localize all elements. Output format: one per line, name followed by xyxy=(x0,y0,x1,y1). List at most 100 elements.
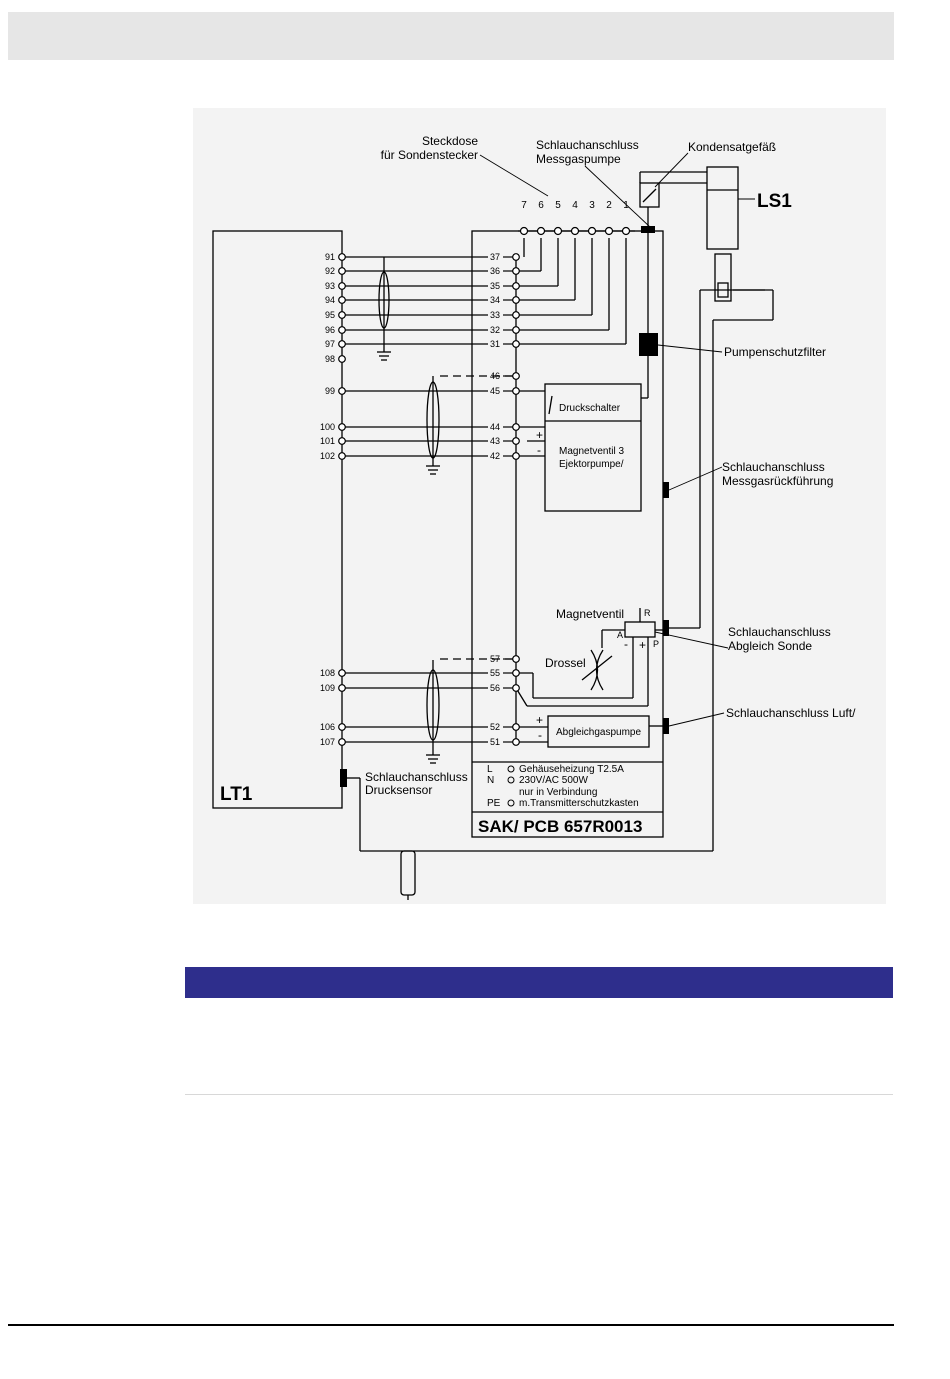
filter-cartridge xyxy=(400,850,416,896)
pump-plus: + xyxy=(536,713,543,727)
lt1-terminal xyxy=(338,669,346,677)
lt1-terminal xyxy=(338,296,346,304)
sak-terminal-label: 31 xyxy=(490,339,500,349)
lt1-terminal-label: 107 xyxy=(320,737,335,747)
lt1-terminal-label: 94 xyxy=(325,295,335,305)
sak-terminal-label: 44 xyxy=(490,422,500,432)
lt1-label: LT1 xyxy=(220,784,253,805)
sak-terminal xyxy=(512,326,520,334)
lt1-terminal-label: 95 xyxy=(325,310,335,320)
socket-pin xyxy=(587,226,597,236)
sak-terminal xyxy=(512,423,520,431)
socket-pin xyxy=(536,226,546,236)
sak-terminal xyxy=(512,282,520,290)
lt1-terminal-label: 109 xyxy=(320,683,335,693)
valve-port-p: P xyxy=(653,639,659,649)
sak-terminal xyxy=(512,387,520,395)
heizung-line-1: Gehäuseheizung T2.5A xyxy=(519,764,624,775)
valve-plus: + xyxy=(639,638,646,652)
footer-rule xyxy=(8,1324,894,1326)
heiz-L: L xyxy=(487,764,493,775)
pump-minus: - xyxy=(538,728,542,742)
sak-terminal xyxy=(512,296,520,304)
socket-pin-label: 4 xyxy=(572,200,578,211)
mv3-plus: + xyxy=(536,428,543,442)
sak-terminal xyxy=(512,669,520,677)
pumpenschutzfilter-block xyxy=(639,333,658,356)
lt1-terminal-label: 96 xyxy=(325,325,335,335)
sak-terminal xyxy=(512,723,520,731)
sak-terminal-label: 56 xyxy=(490,683,500,693)
heiz-N: N xyxy=(487,775,494,786)
magnetventil-label: Magnetventil xyxy=(556,607,624,621)
sak-terminal-label: 32 xyxy=(490,325,500,335)
socket-pin xyxy=(570,226,580,236)
lt1-terminal xyxy=(338,340,346,348)
mv3-minus: - xyxy=(537,443,541,457)
heiz-PE: PE xyxy=(487,798,501,809)
ls1-sensor xyxy=(714,253,732,302)
heizung-line-3: nur in Verbindung xyxy=(519,787,597,798)
sak-terminal xyxy=(512,684,520,692)
abgleichgaspumpe-label: Abgleichgaspumpe xyxy=(556,727,641,738)
sak-terminal-label: 52 xyxy=(490,722,500,732)
sak-terminal-label: 33 xyxy=(490,310,500,320)
lt1-terminal-label: 98 xyxy=(325,354,335,364)
sak-terminal xyxy=(512,340,520,348)
sak-terminal-label: 57 xyxy=(490,654,500,664)
kondensat-label: Kondensatgefäß xyxy=(688,140,776,154)
lt1-terminal-label: 106 xyxy=(320,722,335,732)
lt1-terminal xyxy=(338,423,346,431)
lt1-terminal xyxy=(338,282,346,290)
lt1-terminal xyxy=(338,253,346,261)
socket-pin xyxy=(604,226,614,236)
lt1-terminal xyxy=(338,355,346,363)
sak-terminal xyxy=(512,738,520,746)
sak-terminal xyxy=(512,655,520,663)
lt1-terminal-label: 97 xyxy=(325,339,335,349)
lt1-terminal xyxy=(338,437,346,445)
socket-pin xyxy=(553,226,563,236)
magnetventil-box xyxy=(624,621,656,638)
kondensat-box xyxy=(639,182,660,208)
socket-pin-label: 2 xyxy=(606,200,612,211)
drucksensor-label-1: Schlauchanschluss xyxy=(365,770,468,784)
lt1-terminal xyxy=(338,267,346,275)
rueckfuehrung-label-1: Schlauchanschluss xyxy=(722,460,825,474)
abgleichgaspumpe-box xyxy=(547,715,650,748)
lt1-terminal-label: 91 xyxy=(325,252,335,262)
lt1-terminal-label: 92 xyxy=(325,266,335,276)
lt1-terminal-label: 99 xyxy=(325,386,335,396)
ground-symbols xyxy=(377,351,440,764)
sak-terminal xyxy=(512,437,520,445)
sak-terminal-label: 42 xyxy=(490,451,500,461)
section-header-bar xyxy=(185,967,893,998)
lt1-terminal xyxy=(338,452,346,460)
sak-terminal-label: 51 xyxy=(490,737,500,747)
lt1-box xyxy=(212,230,343,809)
heizung-line-4: m.Transmitterschutzkasten xyxy=(519,798,639,809)
socket-pin xyxy=(621,226,631,236)
header-band xyxy=(8,12,894,60)
sak-terminal-label: 34 xyxy=(490,295,500,305)
steckdose-label-2: für Sondenstecker xyxy=(381,148,478,162)
sak-terminal xyxy=(512,267,520,275)
socket-pin-label: 3 xyxy=(589,200,595,211)
socket-pin-label: 1 xyxy=(623,200,629,211)
lt1-terminal-label: 102 xyxy=(320,451,335,461)
sak-board xyxy=(471,230,664,838)
socket-pin-label: 6 xyxy=(538,200,544,211)
drossel-label: Drossel xyxy=(545,656,586,670)
abgleich-label-1: Schlauchanschluss xyxy=(728,625,831,639)
sak-terminal-label: 43 xyxy=(490,436,500,446)
steckdose-label-1: Steckdose xyxy=(422,134,478,148)
ls1-label: LS1 xyxy=(757,191,792,212)
lt1-terminal-label: 100 xyxy=(320,422,335,432)
schlauch-pumpe-label-1: Schlauchanschluss xyxy=(536,138,639,152)
sak-terminal xyxy=(512,253,520,261)
lt1-terminal-label: 108 xyxy=(320,668,335,678)
abgleich-label-2: Abgleich Sonde xyxy=(728,639,812,653)
